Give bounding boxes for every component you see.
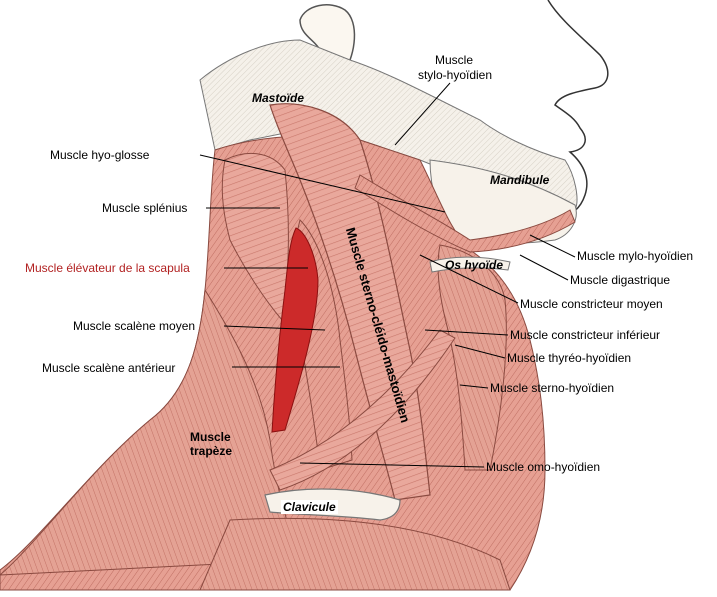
label-digastrique: Muscle digastrique <box>570 273 671 287</box>
infrahyoid-muscles <box>437 244 507 471</box>
omohyoid <box>269 329 456 491</box>
label-sternohyoidien: Muscle sterno-hyoïdien <box>490 381 615 395</box>
leader-lines <box>199 82 576 468</box>
chest <box>199 517 511 591</box>
label-stylohyoidien-line2: stylo-hyoïdien <box>417 68 493 82</box>
label-stylohyoidien-line1: Muscle <box>434 53 473 67</box>
hyoid-bone <box>429 256 511 273</box>
label-constricteur-inferieur: Muscle constricteur inférieur <box>510 328 661 342</box>
trapezius <box>0 288 301 576</box>
label-mandibule: Mandibule <box>490 173 550 187</box>
label-trapeze-line2: trapèze <box>190 444 233 458</box>
label-scalene-moyen: Muscle scalène moyen <box>73 319 196 333</box>
label-omohyoidien: Muscle omo-hyoïdien <box>486 460 601 474</box>
face-outline <box>547 0 609 216</box>
label-splenius: Muscle splénius <box>102 201 188 215</box>
digastric <box>354 174 576 253</box>
label-mylohyoidien: Muscle mylo-hyoïdien <box>577 249 694 263</box>
label-os-hyoide: Os hyoïde <box>445 258 504 272</box>
label-trapeze-line1: Muscle <box>190 430 231 444</box>
label-scalene-anterieur: Muscle scalène antérieur <box>42 361 176 375</box>
label-constricteur-moyen: Muscle constricteur moyen <box>520 297 663 311</box>
label-thyreohyoidien: Muscle thyréo-hyoïdien <box>507 351 632 365</box>
levator-scapulae-highlight <box>271 227 319 433</box>
label-hyoglosse: Muscle hyo-glosse <box>50 148 150 162</box>
label-elevateur-scapula: Muscle élévateur de la scapula <box>25 261 190 275</box>
label-clavicule: Clavicule <box>281 500 338 514</box>
label-mastoide: Mastoïde <box>252 91 305 105</box>
